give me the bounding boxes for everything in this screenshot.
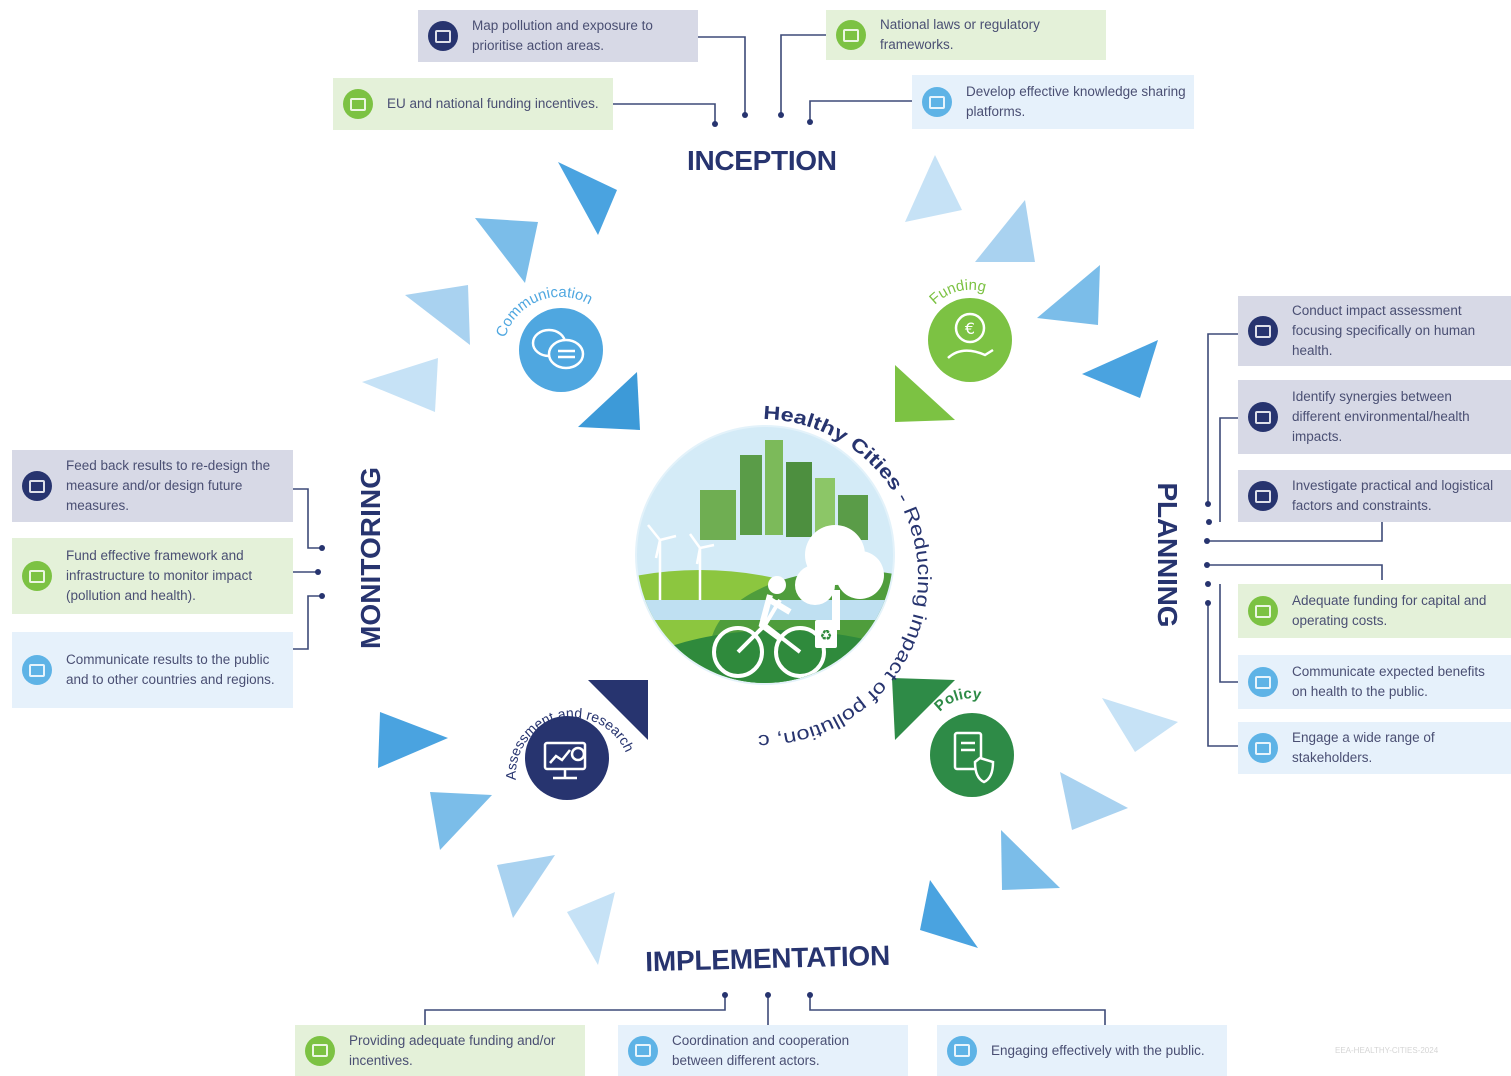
monitoring-box-communicate-results: Communicate results to the public and to… (12, 632, 293, 708)
chat-icon (922, 87, 952, 117)
stage-monitoring: MONITORING (355, 467, 386, 649)
svg-text:♻: ♻ (820, 628, 833, 644)
monitoring-box-feed-back: Feed back results to re-design the measu… (12, 450, 293, 522)
monitoring-box-fund-framework: Fund effective framework and infrastruct… (12, 538, 293, 614)
implementation-box-engaging-public: Engaging effectively with the public. (937, 1025, 1227, 1076)
inception-box-knowledge-sharing: Develop effective knowledge sharing plat… (912, 75, 1194, 129)
implementation-box-funding: Providing adequate funding and/or incent… (295, 1025, 585, 1076)
stage-implementation: IMPLEMENTATION (645, 940, 891, 977)
planning-box-engage-stakeholders: Engage a wide range of stakeholders. (1238, 722, 1511, 774)
inception-box-national-laws: National laws or regulatory frameworks. (826, 10, 1106, 60)
monitor-icon (1248, 481, 1278, 511)
chat-icon (947, 1035, 977, 1066)
euro-hand-icon (947, 312, 994, 359)
planning-box-adequate-funding: Adequate funding for capital and operati… (1238, 584, 1511, 638)
speech-bubbles-icon (531, 328, 585, 370)
pillar-assessment: Assessment and research (503, 705, 638, 800)
euro-icon (22, 561, 52, 591)
monitor-icon (22, 471, 52, 501)
stage-planning: PLANNING (1152, 483, 1183, 628)
stage-inception: INCEPTION (687, 145, 837, 176)
planning-box-communicate-benefits: Communicate expected benefits on health … (1238, 655, 1511, 709)
document-icon (836, 20, 866, 50)
planning-box-practical-factors: Investigate practical and logistical fac… (1238, 470, 1511, 522)
chat-icon (1248, 667, 1278, 697)
planning-box-impact-assessment: Conduct impact assessment focusing speci… (1238, 296, 1511, 366)
planning-box-synergies: Identify synergies between different env… (1238, 380, 1511, 454)
cycle-arrows (362, 155, 1178, 965)
chart-monitor-icon (543, 741, 587, 780)
connector-dots (315, 112, 1212, 998)
pillar-funding: € Funding (926, 277, 1012, 382)
watermark-code: EEA-HEALTHY-CITIES-2024 (1335, 1046, 1439, 1055)
pillar-policy: Policy (930, 685, 1014, 797)
svg-text:€: € (965, 319, 975, 338)
chat-icon (1248, 733, 1278, 763)
inception-box-map-pollution: Map pollution and exposure to prioritise… (418, 10, 698, 62)
monitor-icon (1248, 402, 1278, 432)
inception-box-eu-funding: EU and national funding incentives. (333, 78, 613, 130)
chat-icon (22, 655, 52, 685)
euro-icon (1248, 596, 1278, 626)
euro-icon (343, 89, 373, 119)
implementation-box-coordination: Coordination and cooperation between dif… (618, 1025, 908, 1076)
document-shield-icon (953, 731, 995, 784)
connector-lines (293, 34, 1383, 1025)
pillar-communication: Communication (493, 284, 603, 392)
monitor-icon (428, 21, 458, 51)
euro-icon (305, 1035, 335, 1066)
chat-icon (628, 1035, 658, 1066)
monitor-icon (1248, 316, 1278, 346)
